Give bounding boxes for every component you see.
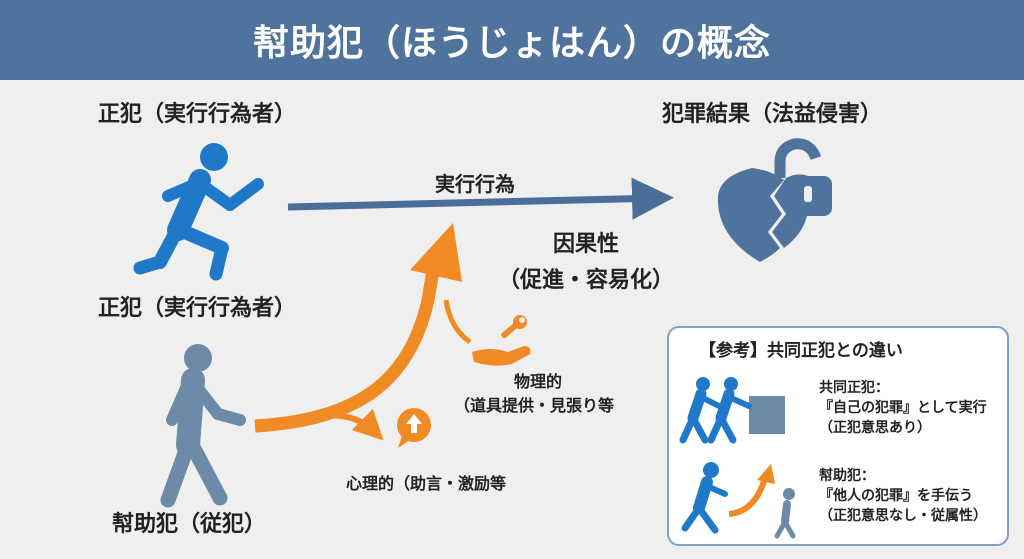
accessory-line3: （正犯意思なし・従属性） — [819, 508, 987, 524]
joint-principal-heading: 共同正犯： — [819, 380, 889, 396]
title-banner: 幇助犯（ほうじょはん）の概念 — [0, 0, 1024, 80]
accessory-label: 幇助犯（従犯） — [112, 512, 267, 537]
page-title: 幇助犯（ほうじょはん）の概念 — [252, 23, 771, 64]
joint-principal-line2: 『自己の犯罪』として実行 — [819, 400, 987, 416]
result-label: 犯罪結果（法益侵害） — [662, 102, 883, 127]
accessory-line2: 『他人の犯罪』を手伝う — [819, 488, 973, 504]
execution-arrow — [287, 177, 674, 220]
aid-arrow — [254, 263, 441, 433]
speech-bubble-arrow-icon — [397, 408, 431, 448]
joint-principal-description: 共同正犯： 『自己の犯罪』として実行 （正犯意思あり） — [819, 378, 987, 438]
causation-title: 因果性 — [553, 232, 620, 257]
helper-and-runner-icon — [681, 462, 796, 539]
psychological-branch — [319, 408, 384, 441]
principal-label-bottom: 正犯（実行行為者） — [98, 296, 297, 321]
reference-title: 【参考】共同正犯との違い — [699, 341, 903, 361]
running-person-icon — [133, 143, 264, 281]
execution-label: 実行行為 — [435, 172, 515, 196]
broken-lock-shield-icon — [717, 138, 832, 262]
joint-principal-line3: （正犯意思あり） — [819, 420, 931, 436]
walking-person-icon — [160, 344, 246, 508]
causation-subtitle: （促進・容易化） — [498, 268, 675, 293]
aid-arrow-head — [410, 223, 462, 282]
physical-aid-examples: （道具提供・見張り等 — [454, 396, 615, 415]
physical-aid-title: 物理的 — [514, 372, 563, 391]
giving-hand-wrench-icon — [472, 315, 531, 366]
psychological-aid-label: 心理的（助言・激励等 — [346, 474, 507, 493]
accessory-description: 幇助犯： 『他人の犯罪』を手伝う （正犯意思なし・従属性） — [819, 466, 987, 526]
two-people-pushing-box-icon — [679, 377, 785, 444]
physical-branch — [443, 299, 472, 345]
reference-panel: 【参考】共同正犯との違い 共同正犯： 『自己の犯罪』として実行 （正犯意思あり） — [667, 326, 1009, 546]
principal-label-top: 正犯（実行行為者） — [98, 102, 297, 127]
accessory-heading: 幇助犯： — [819, 468, 875, 484]
